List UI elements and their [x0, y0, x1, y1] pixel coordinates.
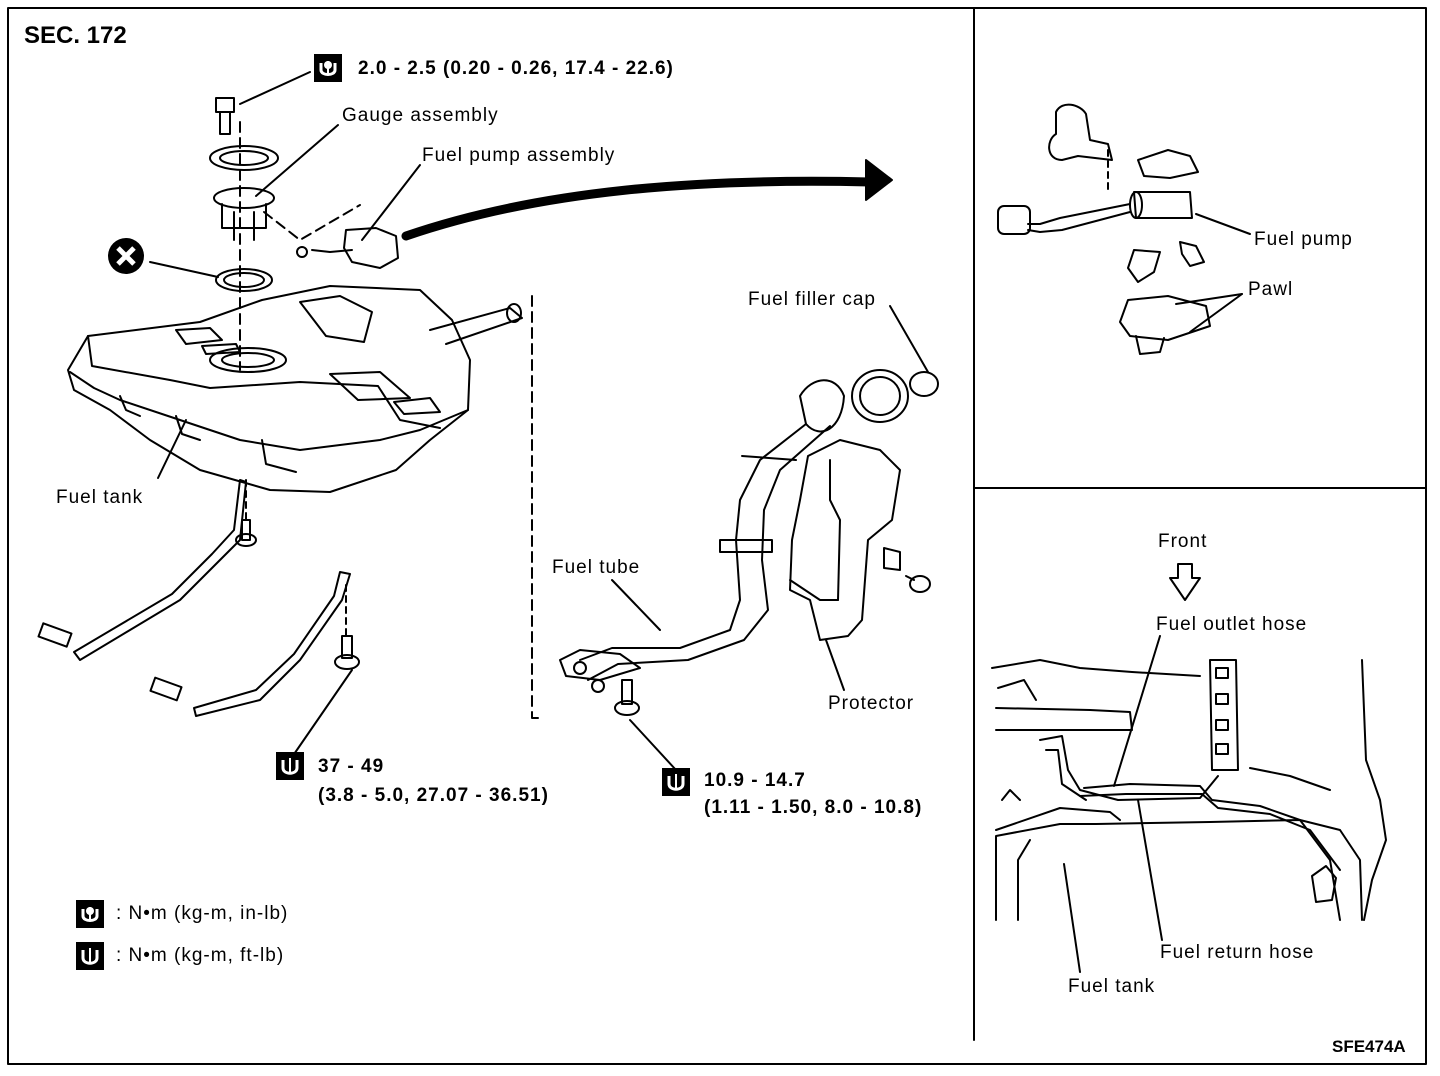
torque-ft-lb-icon — [276, 752, 304, 780]
figure-code: SFE474A — [1332, 1037, 1406, 1056]
front-label: Front — [1158, 531, 1208, 552]
fuel-return-hose-label: Fuel return hose — [1160, 942, 1315, 963]
legend-ft-lb-text: : N•m (kg-m, ft-lb) — [116, 945, 285, 966]
fuel-tank-label: Fuel tank — [56, 487, 144, 508]
pawl-label: Pawl — [1248, 279, 1294, 300]
legend-in-lb-text: : N•m (kg-m, in-lb) — [116, 903, 289, 924]
main-frame — [7, 7, 1427, 1065]
do-not-reuse-icon — [108, 238, 144, 274]
torque-in-lb-icon — [314, 54, 342, 82]
tube-torque-value: 10.9 - 14.7 — [704, 770, 806, 791]
fuel-tank-shape — [67, 285, 471, 493]
protector-label: Protector — [828, 693, 915, 714]
gauge-torque-label: 2.0 - 2.5 (0.20 - 0.26, 17.4 - 22.6) — [358, 58, 674, 79]
torque-ft-lb-icon — [76, 942, 104, 970]
gauge-assembly-label: Gauge assembly — [342, 105, 499, 126]
section-number: SEC. 172 — [24, 22, 127, 49]
fuel-filler-cap-label: Fuel filler cap — [748, 289, 876, 310]
tube-torque-conversion: (1.11 - 1.50, 8.0 - 10.8) — [704, 797, 923, 818]
fuel-tube-label: Fuel tube — [552, 557, 641, 578]
detail-arrow — [401, 176, 875, 241]
strap-torque-conversion: (3.8 - 5.0, 27.07 - 36.51) — [318, 785, 549, 806]
strap-torque-value: 37 - 49 — [318, 756, 385, 777]
torque-in-lb-icon — [76, 900, 104, 928]
inset-fuel-tank-label: Fuel tank — [1068, 976, 1156, 997]
torque-ft-lb-icon — [662, 768, 690, 796]
fuel-outlet-hose-label: Fuel outlet hose — [1156, 614, 1308, 635]
fuel-pump-label: Fuel pump — [1254, 229, 1353, 250]
fuel-pump-assembly-label: Fuel pump assembly — [422, 145, 616, 166]
